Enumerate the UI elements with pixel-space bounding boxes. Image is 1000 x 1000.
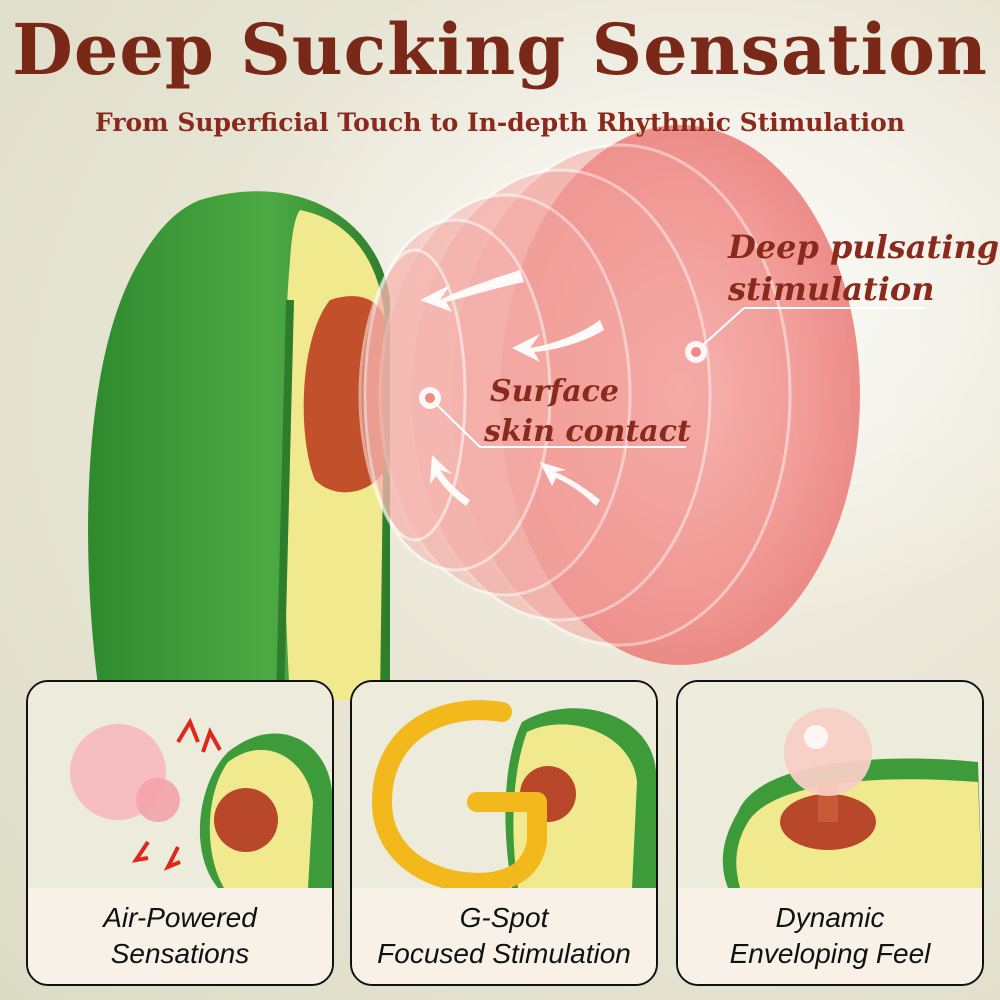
label-surface-contact: Surface skin contact <box>484 372 691 452</box>
dynamic-illustration <box>678 682 982 888</box>
caption-dynamic: Dynamic Enveloping Feel <box>730 900 931 972</box>
caption-gspot-line2: Focused Stimulation <box>377 938 631 969</box>
page-subtitle: From Superficial Touch to In-depth Rhyth… <box>95 108 905 137</box>
caption-air-line1: Air-Powered <box>103 902 257 933</box>
feature-panel-dynamic: Dynamic Enveloping Feel <box>676 680 984 986</box>
caption-box-gspot: G-Spot Focused Stimulation <box>352 888 656 984</box>
callout-surface <box>419 387 686 448</box>
caption-gspot: G-Spot Focused Stimulation <box>377 900 631 972</box>
callout-deep <box>685 307 926 363</box>
caption-box-dynamic: Dynamic Enveloping Feel <box>678 888 982 984</box>
flow-arrows <box>420 270 604 506</box>
caption-gspot-line1: G-Spot <box>459 902 549 933</box>
caption-air: Air-Powered Sensations <box>103 900 257 972</box>
label-deep-pulsating: Deep pulsating stimulation <box>728 226 999 310</box>
caption-air-line2: Sensations <box>110 938 250 969</box>
page-title: Deep Sucking Sensation <box>12 8 988 91</box>
feature-panel-gspot: G-Spot Focused Stimulation <box>350 680 658 986</box>
air-illustration <box>28 682 332 888</box>
label-surface-line1: Surface <box>490 374 619 409</box>
caption-dynamic-line1: Dynamic <box>775 902 885 933</box>
label-deep-line2: stimulation <box>728 270 935 308</box>
hero-illustration <box>0 0 1000 700</box>
label-surface-line2: skin contact <box>484 414 691 449</box>
feature-panel-air: Air-Powered Sensations <box>26 680 334 986</box>
gspot-illustration <box>352 682 656 888</box>
label-deep-line1: Deep pulsating <box>728 228 1000 266</box>
caption-box-air: Air-Powered Sensations <box>28 888 332 984</box>
pulse-waves <box>358 125 860 665</box>
caption-dynamic-line2: Enveloping Feel <box>729 938 931 969</box>
